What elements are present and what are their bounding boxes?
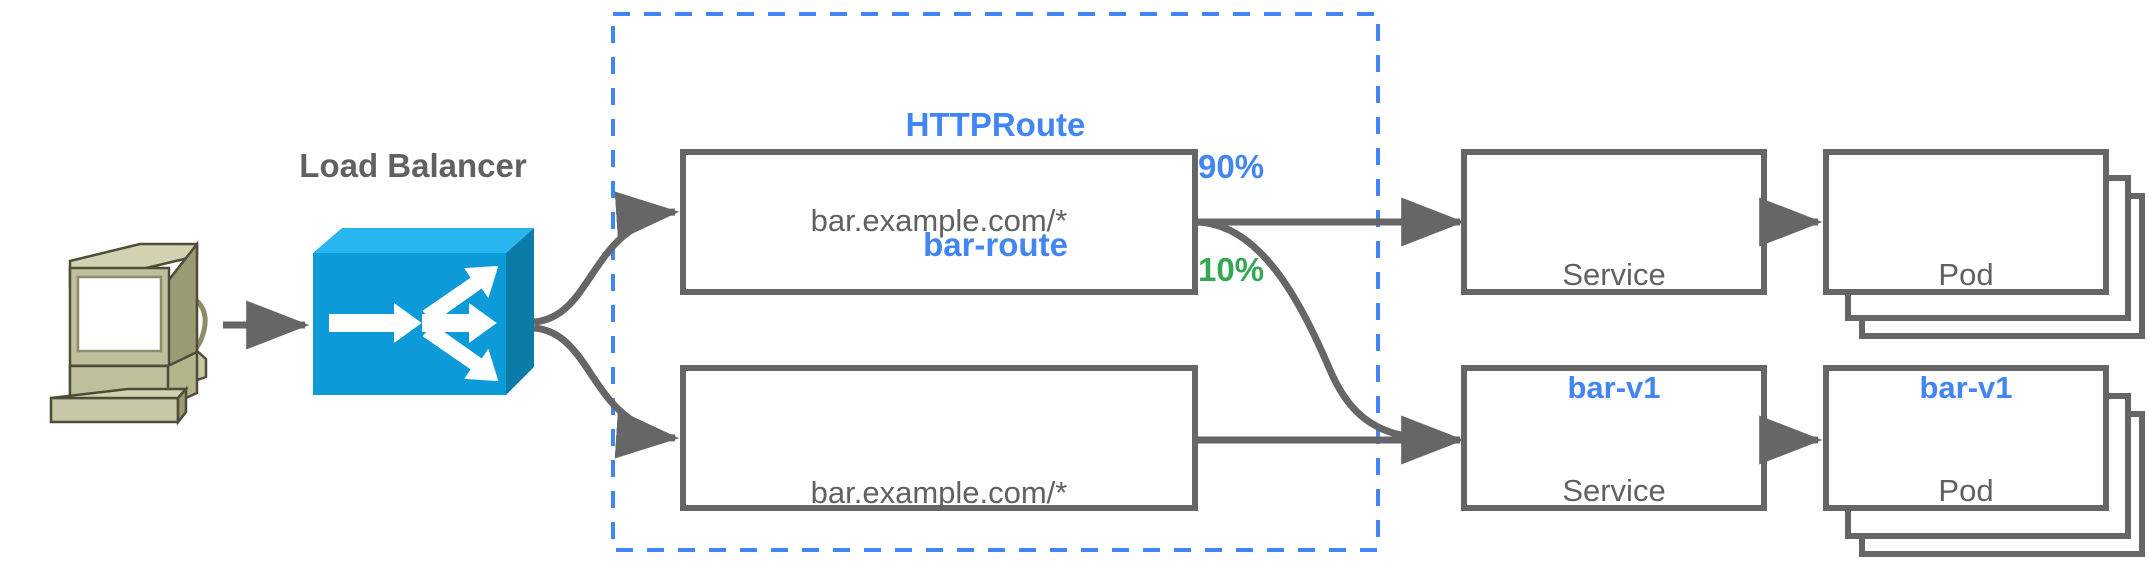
httproute-kind-label: HTTPRoute xyxy=(905,105,1086,143)
service-box-bar-v2[interactable] xyxy=(1461,365,1767,511)
pod-v2-kind-label: Pod xyxy=(1938,472,1994,508)
httproute-name-label: bar-route xyxy=(923,226,1068,264)
load-balancer-label: Load Balancer xyxy=(299,147,527,184)
httproute-boundary xyxy=(611,12,1380,552)
rule-primary-label: bar.example.com/* xyxy=(810,203,1068,238)
service-v1-name-label: bar-v1 xyxy=(1567,370,1661,406)
edge-lb-to-rule-primary xyxy=(533,191,680,326)
rule-canary-label-line1: bar.example.com/* xyxy=(810,474,1068,510)
pod-v1-kind-label: Pod xyxy=(1938,256,1994,292)
edge-rule-primary-to-service-v2 xyxy=(1196,218,1456,444)
rule-box-canary[interactable] xyxy=(680,365,1198,511)
desktop-computer-icon xyxy=(49,240,208,426)
service-box-bar-v1[interactable] xyxy=(1461,149,1767,295)
pod-stack-bar-v2[interactable] xyxy=(1823,365,2145,557)
edge-lb-to-rule-canary xyxy=(533,324,680,459)
weight-label-10: 10% xyxy=(1198,251,1265,288)
service-v2-kind-label: Service xyxy=(1562,472,1666,508)
pod-stack-bar-v1[interactable] xyxy=(1823,149,2145,339)
weight-label-90: 90% xyxy=(1198,148,1265,185)
service-v1-kind-label: Service xyxy=(1562,256,1666,292)
network-switch-icon xyxy=(313,228,534,395)
pod-v1-name-label: bar-v1 xyxy=(1919,370,2013,406)
